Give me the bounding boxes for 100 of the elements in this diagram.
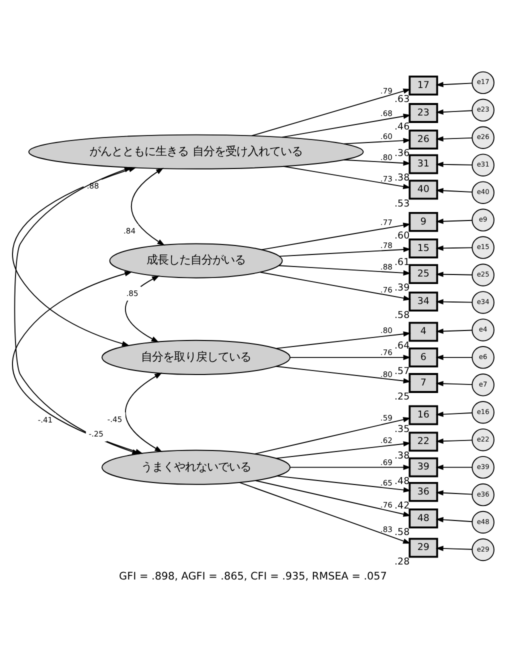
arrow (251, 88, 411, 136)
node-box: 7 (408, 372, 438, 392)
node-box: 15 (408, 238, 438, 258)
arrow (343, 158, 411, 166)
arrow (436, 188, 472, 193)
node-label: .53 (394, 198, 410, 209)
node-box: 9 (408, 212, 438, 232)
node-box: 22 (408, 431, 438, 452)
arrow (436, 490, 472, 496)
arrow (238, 482, 411, 544)
arrow (436, 136, 472, 142)
arrow (130, 167, 165, 246)
node-label: .25 (394, 391, 410, 402)
node-label: .48 (394, 475, 410, 486)
node-label: .35 (394, 423, 410, 434)
arrow (254, 416, 411, 454)
edge-label: .60 (380, 131, 392, 140)
node-label: .58 (394, 526, 410, 538)
edge-label: .80 (380, 326, 392, 335)
edge-label: -.45 (107, 414, 122, 424)
node-box: 34 (408, 291, 438, 311)
arrow (436, 108, 472, 114)
arrow (278, 264, 411, 276)
node-label: .38 (394, 450, 410, 461)
edge-label: .76 (380, 284, 392, 294)
edge-label: .78 (380, 240, 392, 250)
caption: GFI = .898, AGFI = .865, CFI = .935, RMSEA = .057 (119, 570, 387, 582)
node-label: .63 (394, 94, 410, 105)
arrow (276, 475, 412, 492)
node-box: 23 (408, 102, 438, 122)
node-box: 48 (408, 508, 438, 528)
node-box: 29 (408, 537, 438, 558)
arrow (436, 271, 472, 277)
arrow (290, 464, 411, 470)
node-box: 17 (408, 75, 438, 95)
node-box: 40 (408, 179, 438, 200)
arrow (290, 354, 411, 360)
node-box: 25 (408, 264, 438, 284)
arrow (261, 222, 411, 250)
edge-label: .73 (380, 174, 392, 184)
node-label: .61 (394, 256, 410, 268)
edge-label: .69 (380, 457, 392, 466)
arrow (436, 245, 472, 250)
node-label: .39 (394, 282, 410, 294)
arrow (436, 545, 472, 551)
edge-label: .77 (380, 218, 392, 227)
node-label: .38 (394, 172, 410, 184)
node-label: .57 (394, 366, 410, 376)
edge-label: .88 (380, 262, 392, 272)
edge-label: .80 (380, 152, 392, 162)
edge-label: .59 (380, 412, 392, 422)
arrow (282, 113, 411, 138)
node-box: 31 (408, 154, 438, 174)
arrow (436, 516, 472, 522)
node-label: .28 (394, 556, 410, 567)
edge-label: -.25 (88, 429, 104, 438)
node-box: 39 (408, 456, 438, 477)
node-label: .46 (394, 121, 410, 132)
node-label: .60 (394, 230, 410, 242)
arrow (255, 480, 411, 516)
node-label: .58 (394, 310, 410, 321)
arrow (436, 411, 472, 416)
arrow (283, 165, 411, 189)
edge-label: .83 (380, 524, 392, 534)
edge-label: .84 (124, 226, 136, 235)
node-box: 36 (408, 482, 438, 502)
edge-label: .80 (380, 369, 392, 378)
node-box: 4 (408, 321, 438, 342)
arrow (436, 438, 472, 444)
node-label: .42 (394, 500, 410, 512)
edge-label: .76 (380, 347, 392, 356)
node-box: 16 (408, 404, 438, 425)
edge-label: .88 (86, 181, 99, 190)
arrow (276, 330, 411, 348)
arrow (436, 464, 472, 470)
edge-label: .62 (380, 436, 392, 445)
arrow (276, 365, 411, 383)
node-ellipse: がんとともに生きる 自分を受け入れている (28, 134, 364, 169)
edge-label: .85 (126, 288, 138, 298)
edge-label: .79 (380, 86, 392, 95)
arrow (436, 298, 472, 304)
arrow (436, 218, 472, 224)
arrow (436, 328, 472, 334)
edge-label: -.41 (38, 414, 53, 424)
node-box: 26 (408, 129, 438, 149)
arrow (278, 246, 411, 256)
arrow (124, 372, 162, 452)
node-label: .64 (394, 340, 410, 351)
arrow (436, 81, 472, 87)
arrow (436, 354, 472, 360)
edge-label: .76 (380, 500, 392, 509)
edge-label: .68 (380, 108, 392, 118)
arrow (343, 137, 411, 144)
node-label: .36 (394, 148, 410, 159)
edge-label: .65 (380, 478, 392, 488)
arrow (260, 271, 412, 300)
arrow (436, 161, 472, 167)
arrow (276, 440, 411, 458)
arrow (436, 380, 472, 386)
node-box: 6 (408, 346, 438, 367)
